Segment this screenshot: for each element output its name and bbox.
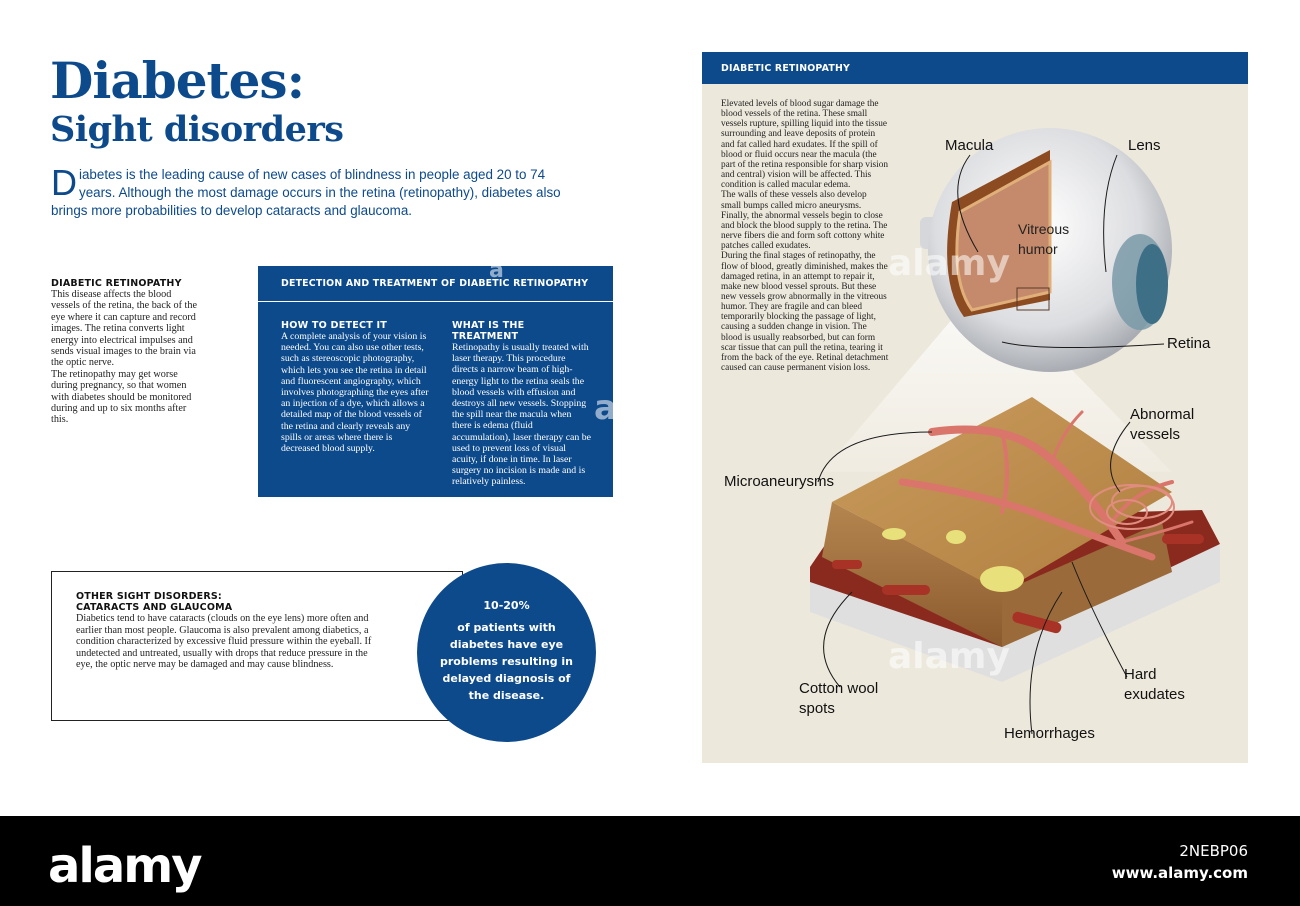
label-exudates: exudates xyxy=(1124,686,1185,703)
label-spots: spots xyxy=(799,700,835,717)
retina-block-front xyxy=(1002,522,1172,647)
abnormal-vessel-tangle xyxy=(1089,484,1175,530)
drop-cap: D xyxy=(51,162,77,203)
section-heading: DIABETIC RETINOPATHY xyxy=(51,278,182,289)
box-header: DETECTION AND TREATMENT OF DIABETIC RETI… xyxy=(258,266,613,302)
detect-heading: HOW TO DETECT IT xyxy=(281,320,388,331)
panel-paragraph-3: During the final stages of retinopathy, … xyxy=(721,251,889,374)
eye-cutaway-inner xyxy=(956,162,1050,310)
diabetic-retinopathy-section: DIABETIC RETINOPATHY This disease affect… xyxy=(51,278,201,426)
footer-url: www.alamy.com xyxy=(1111,864,1248,882)
label-cotton-wool: Cotton wool xyxy=(799,680,879,697)
detect-column: HOW TO DETECT IT A complete analysis of … xyxy=(281,320,431,454)
page-title: Diabetes: xyxy=(50,51,305,110)
stat-text: of patients with diabetes have eye probl… xyxy=(440,621,573,702)
retina-block-side xyxy=(822,502,1002,647)
macula-marker xyxy=(1016,287,1050,311)
watermark-2: alamy xyxy=(888,636,1010,677)
treatment-text: Retinopathy is usually treated with lase… xyxy=(452,342,591,488)
detection-treatment-box: DETECTION AND TREATMENT OF DIABETIC RETI… xyxy=(258,266,613,497)
panel-paragraph-2: The walls of these vessels also develop … xyxy=(721,190,888,252)
other-heading-2: CATARACTS AND GLAUCOMA xyxy=(76,602,233,613)
stat-circle: 10-20% of patients with diabetes have ey… xyxy=(417,563,596,742)
stat-percent: 10-20% xyxy=(483,599,530,612)
label-retina: Retina xyxy=(1167,335,1211,352)
other-disorders-box: OTHER SIGHT DISORDERS: CATARACTS AND GLA… xyxy=(51,571,463,721)
other-heading-1: OTHER SIGHT DISORDERS: xyxy=(76,591,222,602)
watermark-4: a xyxy=(594,388,617,428)
retina-block-top xyxy=(832,397,1172,592)
footer-logo: alamy xyxy=(48,838,203,894)
label-humor: humor xyxy=(1018,241,1058,257)
image-id: 2NEBP06 xyxy=(1179,842,1248,860)
section-text-2: The retinopathy may get worse during pre… xyxy=(51,368,192,426)
exudate-spots xyxy=(882,528,1024,592)
section-text-1: This disease affects the blood vessels o… xyxy=(51,289,197,369)
iris-shape xyxy=(1136,244,1168,324)
label-hemorrhages: Hemorrhages xyxy=(1004,725,1095,742)
panel-text: Elevated levels of blood sugar damage th… xyxy=(721,99,889,373)
other-text: Diabetics tend to have cataracts (clouds… xyxy=(76,613,372,670)
other-disorders-content: OTHER SIGHT DISORDERS: CATARACTS AND GLA… xyxy=(76,591,376,671)
label-lens: Lens xyxy=(1128,137,1161,154)
label-microaneurysms: Microaneurysms xyxy=(724,473,835,490)
retinopathy-panel: DIABETIC RETINOPATHY Elevated levels of … xyxy=(702,52,1248,763)
treatment-heading: WHAT IS THE TREATMENT xyxy=(452,320,525,342)
footer-bar: alamy 2NEBP06 www.alamy.com xyxy=(0,816,1300,906)
label-abnormal: Abnormal xyxy=(1130,406,1195,423)
label-vessels: vessels xyxy=(1130,426,1181,443)
watermark-3: a xyxy=(489,258,504,283)
panel-header: DIABETIC RETINOPATHY xyxy=(702,52,1248,84)
vessel-cylinders xyxy=(832,534,1204,634)
intro-text: iabetes is the leading cause of new case… xyxy=(51,167,561,218)
eye-retina-illustration xyxy=(810,128,1220,735)
panel-heading: DIABETIC RETINOPATHY xyxy=(721,63,850,74)
retina-layer xyxy=(955,159,1052,312)
treatment-column: WHAT IS THE TREATMENT Retinopathy is usu… xyxy=(452,320,592,488)
box-heading: DETECTION AND TREATMENT OF DIABETIC RETI… xyxy=(281,278,589,289)
page-subtitle: Sight disorders xyxy=(50,109,344,150)
callout-lines xyxy=(817,154,1165,735)
vessel-network xyxy=(898,410,1194,561)
label-hard: Hard xyxy=(1124,666,1157,683)
label-macula: Macula xyxy=(945,137,994,154)
label-vitreous: Vitreous xyxy=(1018,221,1070,237)
panel-paragraph-1: Elevated levels of blood sugar damage th… xyxy=(721,99,889,191)
watermark-1: alamy xyxy=(888,243,1010,284)
detect-text: A complete analysis of your vision is ne… xyxy=(281,331,429,455)
